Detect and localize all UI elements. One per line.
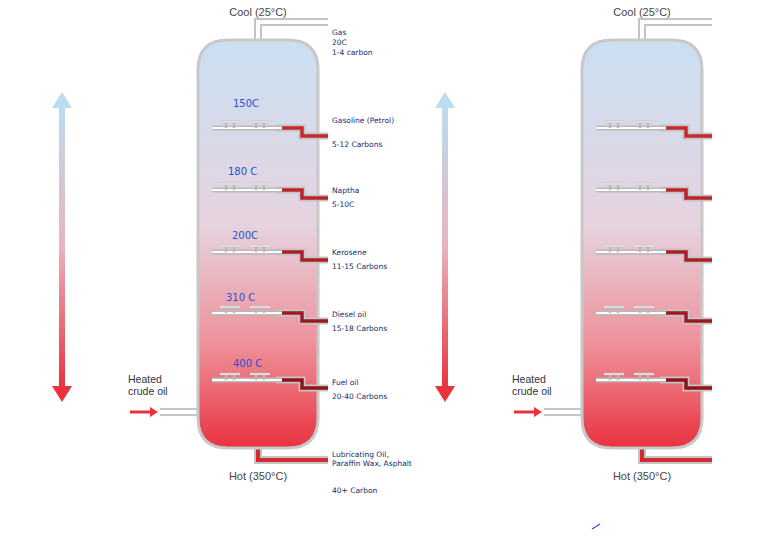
tray-temperature: 400 C bbox=[233, 358, 283, 369]
tray-temperature: 180 C bbox=[228, 166, 278, 177]
fraction-note: 11-15 Carbons bbox=[332, 262, 420, 271]
fraction-note: 15-18 Carbons bbox=[332, 324, 420, 333]
fraction-note: Naptha bbox=[332, 186, 420, 195]
pen-stroke bbox=[592, 524, 600, 529]
temperature-arrow bbox=[52, 92, 72, 402]
tray-temperature: 200C bbox=[232, 230, 282, 241]
fraction-note: Fuel oil bbox=[332, 378, 420, 387]
fraction-note: 20-40 Carbons bbox=[332, 392, 420, 401]
temperature-label: Hot (350°C) bbox=[592, 470, 692, 483]
temperature-label: Hot (350°C) bbox=[208, 470, 308, 483]
fraction-note: Kerosene bbox=[332, 248, 420, 257]
fraction-note: Gasoline (Petrol) bbox=[332, 116, 420, 125]
temperature-label: Cool (25°C) bbox=[592, 6, 692, 19]
fraction-note: Diesel oil bbox=[332, 310, 420, 319]
fraction-note: 40+ Carbon bbox=[332, 486, 420, 495]
fraction-note: 1-4 carbon bbox=[332, 48, 420, 57]
fraction-note: Gas bbox=[332, 28, 420, 37]
fraction-note: Lubricating Oil, Paraffin Wax, Asphalt bbox=[332, 450, 412, 468]
fraction-note: 5-12 Carbons bbox=[332, 140, 420, 149]
tray-temperature: 150C bbox=[233, 98, 283, 109]
tray-temperature: 310 C bbox=[226, 292, 276, 303]
temperature-arrow bbox=[435, 92, 455, 402]
feed-label: Heated crude oil bbox=[128, 374, 186, 397]
feed-label: Heated crude oil bbox=[512, 374, 570, 397]
fraction-note: 5-10C bbox=[332, 200, 420, 209]
fraction-note: 20C bbox=[332, 38, 420, 47]
temperature-label: Cool (25°C) bbox=[208, 6, 308, 19]
